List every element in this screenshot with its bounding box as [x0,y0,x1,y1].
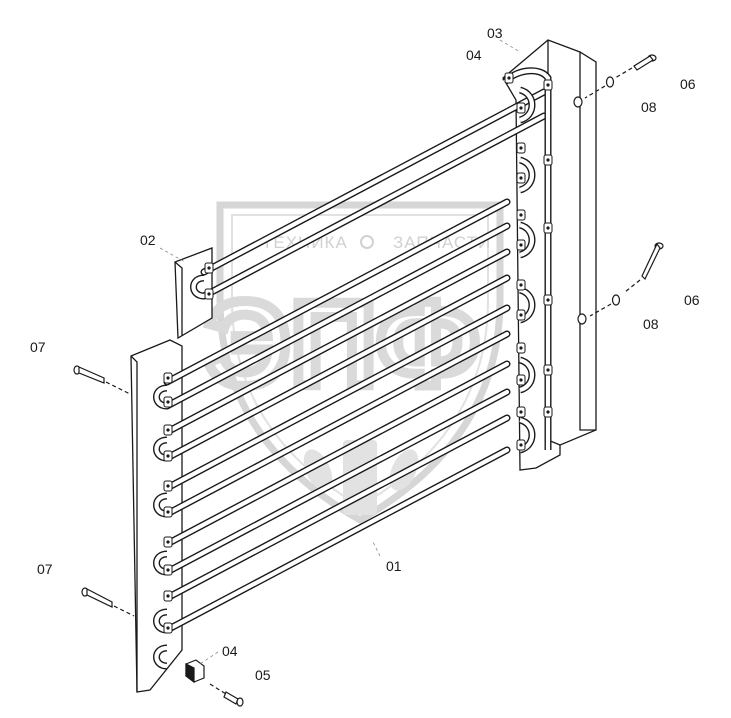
bolt-07-upper [73,365,131,395]
callout-01: 01 [386,558,402,574]
bolt-07-lower [81,587,135,617]
washer-08-upper [584,76,615,99]
callout-06-top: 06 [680,76,696,92]
leader-lines [159,39,521,665]
bottom-clip-block [185,659,205,684]
bolt-06-upper [614,54,657,79]
callout-labels: 01 02 03 04 04 05 06 06 07 07 08 08 [30,25,700,683]
callout-05: 05 [255,667,271,683]
gear-icon [360,235,374,249]
callout-08-bottom: 08 [643,316,659,332]
callout-03: 03 [487,25,503,41]
callout-06-bottom: 06 [684,292,700,308]
rear-plate-holes [573,96,587,325]
callout-07-bottom: 07 [37,561,53,577]
callout-04-top: 04 [466,47,482,63]
callout-07-top: 07 [30,339,46,355]
screw-05 [209,683,244,707]
washer-08-lower [589,294,621,317]
callout-04-bottom: 04 [222,643,238,659]
callout-08-top: 08 [641,99,657,115]
bolt-06-lower [624,242,664,293]
callout-02: 02 [140,232,156,248]
